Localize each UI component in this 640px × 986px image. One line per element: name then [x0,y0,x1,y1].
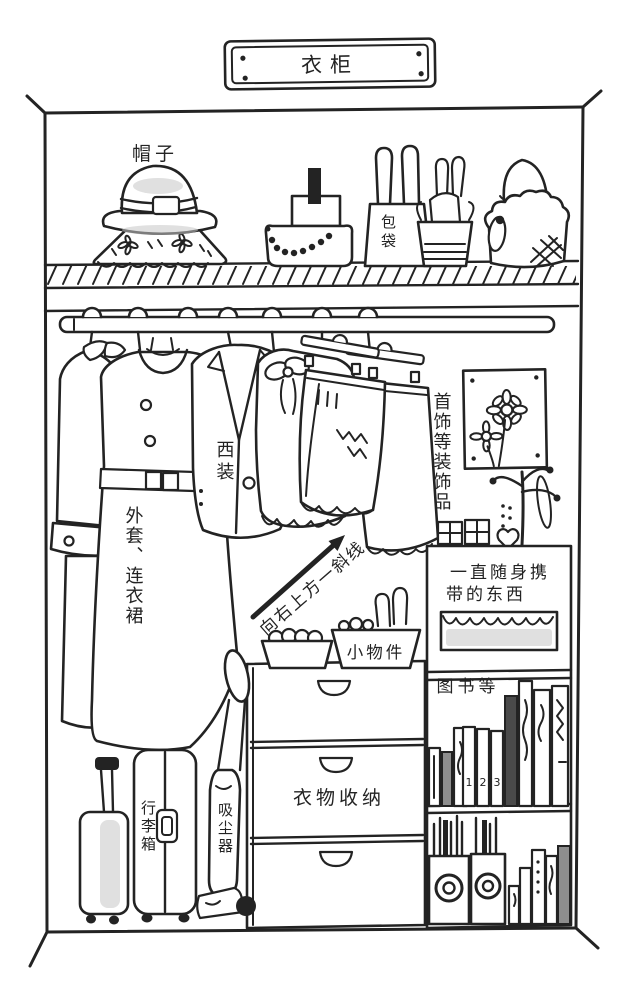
handbag-clasp [308,168,321,204]
vacuum-loop-handle [223,649,251,703]
small-items-label: 小物件 [347,643,406,662]
small-items-basket: 小物件 [330,586,422,670]
sign-corner-dot [240,55,246,61]
chain-dots [501,504,512,528]
sun-hat [92,224,228,268]
sign-corner-dot [242,75,248,81]
sign-corner-dot [418,71,424,77]
hanger-hook [357,306,379,319]
drawer-unit: 衣物收纳 [245,659,427,930]
hanger-hook [81,306,103,319]
arrow-head [328,535,345,551]
handbag-with-beads [264,168,354,268]
trolley-grip [95,757,119,770]
hanger-hook [311,306,333,319]
sign-title: 衣柜 [301,53,359,78]
always-carry-label-line2: 带的东西 [446,585,526,605]
flower-frame [461,367,549,471]
suit-label: 西装 [214,440,235,484]
hanger-hook [261,306,283,319]
sign-corner-dot [416,51,422,57]
book-row: 1 2 3 [427,679,570,808]
drawer-handle [318,850,354,868]
top-hat [101,164,218,236]
vacuum-ball-wheel [236,896,256,916]
large-suitcase: 行李箱 [132,748,198,923]
ribbon-bow [264,356,310,415]
hat-bow-knot [151,195,181,216]
clothes-storage-label: 衣物收纳 [293,787,385,809]
jewelry-stand [489,466,561,551]
wheel [178,913,190,923]
hanger-hook [217,306,239,319]
daisy-large [485,388,528,431]
bottom-books [507,845,571,926]
brim-flower [117,234,139,256]
jewelry-label: 首饰等装饰品 [431,392,452,512]
wheel [86,914,96,924]
luggage-label: 行李箱 [139,800,157,854]
wardrobe-frame [25,89,603,968]
hanging-rod [58,306,556,354]
wheel [109,915,119,925]
bag-lattice [530,235,564,267]
necklace-loop [536,475,552,529]
vacuum-label: 吸尘器 [216,802,234,856]
book-number: 1 [466,776,473,789]
suitcase-handle [155,808,179,844]
small-boxes [436,518,491,546]
hats-label: 帽子 [132,143,178,165]
drawer-handle [318,756,354,774]
bags-label: 包袋 [379,214,397,252]
book-number: 2 [480,776,487,789]
wheel [141,913,153,923]
brim-flower [171,232,193,254]
always-carry-label-line1: 一直随身携 [450,563,550,583]
pen-boxes [427,814,507,926]
egg-basket [260,627,334,670]
bunny-basket [416,155,475,268]
bead-strap [265,226,333,257]
books-label: 图书等 [437,677,500,697]
small-suitcase [78,757,130,925]
book-number: 3 [494,776,501,789]
hanger-hook [127,306,149,319]
daisy-small [469,420,504,453]
shelf-unit: 一直随身携 带的东西 图书等 1 2 3 [425,544,573,930]
vacuum-cleaner: 吸尘器 [196,649,256,920]
scallop-bag [483,158,571,269]
coat-dress-label: 外套、连衣裙 [123,506,144,626]
hanger-hook [177,306,199,319]
skirt-front [298,334,387,517]
carry-box [439,610,559,652]
sign-board: 衣柜 [223,37,437,91]
drawer-handle [316,679,352,697]
